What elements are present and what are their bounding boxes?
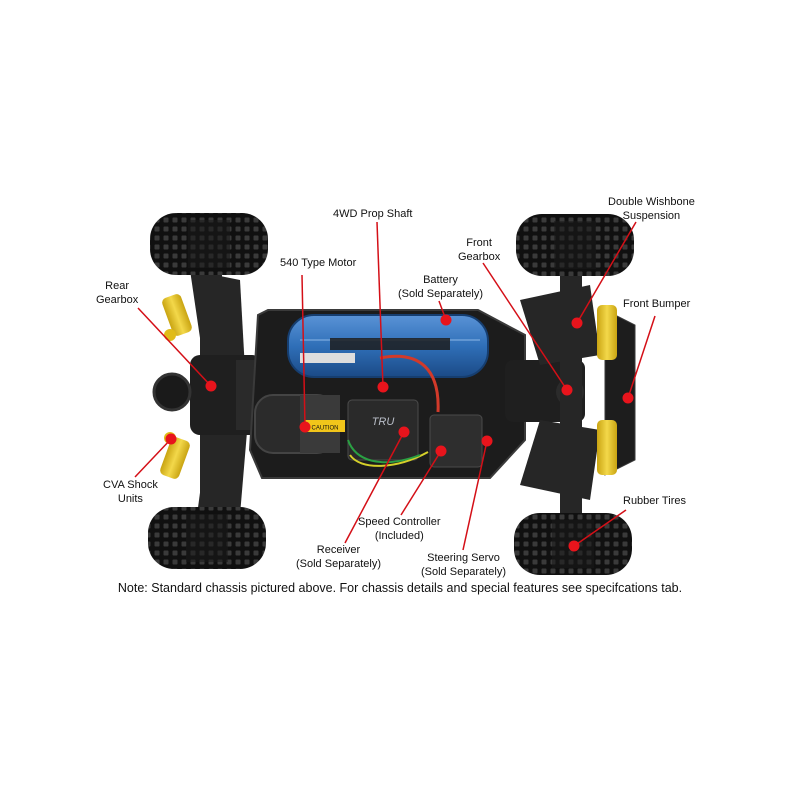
- label-steering-servo: Steering Servo (Sold Separately): [421, 551, 506, 579]
- battery-pack: [287, 314, 489, 378]
- callout-markers: [165, 314, 634, 552]
- label-double-wishbone: Double Wishbone Suspension: [608, 195, 695, 223]
- label-rubber-tires-line1: Rubber Tires: [623, 495, 686, 507]
- rear-suspension: [190, 260, 248, 540]
- label-receiver: Receiver (Sold Separately): [296, 543, 381, 571]
- label-front-bumper: Front Bumper: [623, 297, 690, 311]
- label-motor: 540 Type Motor: [280, 256, 356, 270]
- battery-wire: [379, 354, 440, 413]
- label-rubber-tires: Rubber Tires: [623, 494, 686, 508]
- label-steering-servo-line1: Steering Servo: [427, 552, 500, 564]
- label-battery-line2: (Sold Separately): [398, 288, 483, 300]
- label-double-wishbone-line1: Double Wishbone: [608, 196, 695, 208]
- label-rear-gearbox-line1: Rear: [105, 280, 130, 292]
- label-front-bumper-line1: Front Bumper: [623, 298, 691, 310]
- label-front-gearbox-line2: Gearbox: [458, 251, 501, 263]
- label-front-gearbox: Front Gearbox: [458, 236, 500, 264]
- label-speed-controller-line2: (Included): [374, 530, 424, 542]
- marker-front-gearbox: [561, 384, 573, 396]
- marker-speed-controller: [435, 445, 447, 457]
- label-prop-shaft: 4WD Prop Shaft: [333, 207, 412, 221]
- receiver-wires: [349, 451, 429, 467]
- marker-cva-shock: [165, 433, 177, 445]
- marker-double-wishbone: [571, 317, 583, 329]
- label-motor-line1: 540 Type Motor: [280, 257, 357, 269]
- label-receiver-line1: Receiver: [316, 544, 361, 556]
- label-double-wishbone-line2: Suspension: [622, 210, 681, 222]
- front-shock-lower: [597, 420, 617, 475]
- steering-servo-part: [429, 414, 483, 468]
- marker-steering-servo: [481, 435, 493, 447]
- label-steering-servo-line2: (Sold Separately): [421, 566, 506, 578]
- front-shock-upper: [597, 305, 617, 360]
- front-left-tire: [516, 214, 634, 276]
- label-battery-line1: Battery: [423, 274, 458, 286]
- label-prop-shaft-line1: 4WD Prop Shaft: [333, 208, 413, 220]
- label-cva-shock-line2: Units: [117, 493, 143, 505]
- footnote: Note: Standard chassis pictured above. F…: [117, 581, 683, 595]
- marker-prop-shaft: [377, 381, 389, 393]
- speed-controller-part: TRU: [347, 399, 419, 461]
- rear-gearbox-part: [152, 355, 266, 435]
- label-cva-shock: CVA Shock Units: [103, 478, 158, 506]
- marker-motor: [299, 421, 311, 433]
- rear-left-tire: [150, 213, 268, 275]
- esc-brand-text: TRU: [372, 416, 395, 428]
- marker-front-bumper: [622, 392, 634, 404]
- marker-rear-gearbox: [205, 380, 217, 392]
- caution-decal-text: CAUTION: [312, 426, 339, 432]
- label-speed-controller-line1: Speed Controller: [358, 516, 441, 528]
- label-rear-gearbox-line2: Gearbox: [96, 294, 139, 306]
- label-receiver-line2: (Sold Separately): [296, 558, 381, 570]
- rear-right-tire: [148, 507, 266, 569]
- leader-lines: [134, 221, 656, 551]
- rear-shock-upper: [162, 294, 192, 341]
- marker-rubber-tires: [568, 540, 580, 552]
- label-front-gearbox-line1: Front: [466, 237, 492, 249]
- marker-receiver: [398, 426, 410, 438]
- label-cva-shock-line1: CVA Shock: [103, 479, 158, 491]
- label-battery: Battery (Sold Separately): [398, 273, 483, 301]
- front-suspension: [520, 265, 600, 525]
- label-speed-controller: Speed Controller (Included): [358, 515, 441, 543]
- marker-battery: [440, 314, 452, 326]
- label-rear-gearbox: Rear Gearbox: [96, 279, 138, 307]
- caution-decal: [305, 420, 345, 432]
